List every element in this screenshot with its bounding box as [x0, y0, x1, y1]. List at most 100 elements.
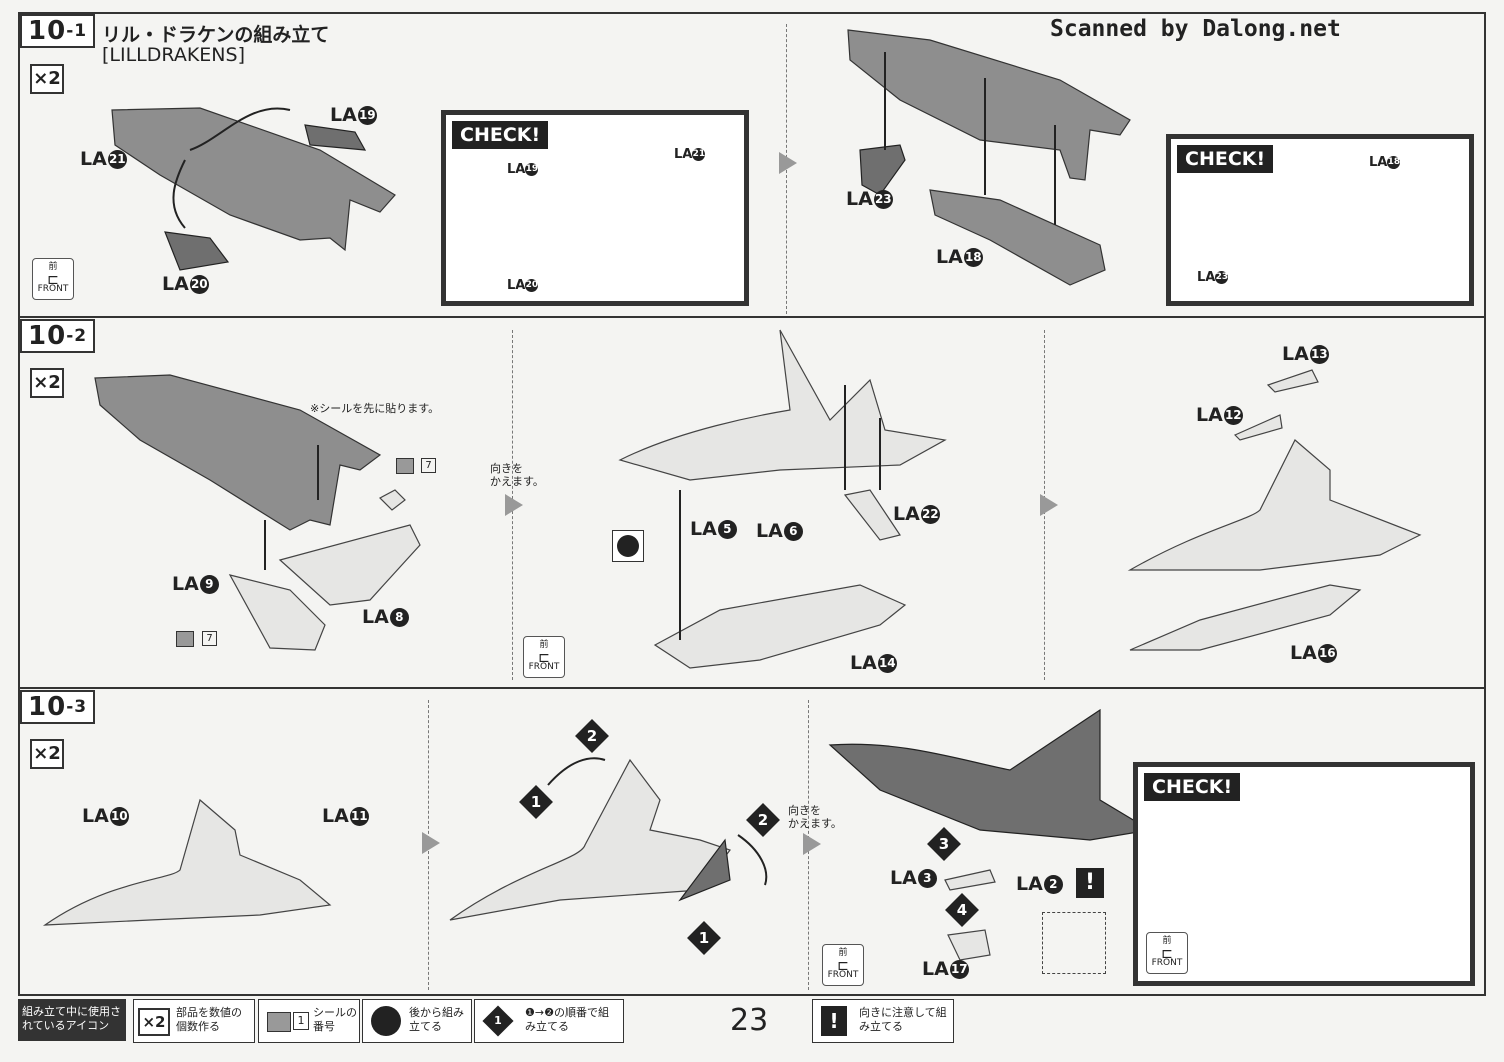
check-label-la18: LA18 — [1369, 155, 1401, 170]
order-mark-2: 2 — [575, 719, 609, 753]
section-divider-2 — [18, 687, 1486, 689]
check-box-3: CHECK! — [1133, 762, 1475, 986]
front-indicator: 前⊏FRONT — [1146, 932, 1188, 974]
part-la13 — [1266, 369, 1319, 393]
check-tag: CHECK! — [1177, 145, 1274, 173]
sticker-number: 7 — [421, 458, 436, 473]
caution-icon: ! — [1076, 868, 1104, 898]
multiplier-icon: ×2 — [138, 1008, 170, 1036]
legend-text: 後から組み立てる — [409, 1006, 464, 1033]
order-mark-4: 4 — [945, 893, 979, 927]
aircraft-10-3-b — [449, 758, 731, 921]
legend-item-caution: ! 向きに注意して組み立てる — [812, 999, 954, 1043]
aircraft-10-3-c — [828, 708, 1152, 841]
part-la12 — [1233, 414, 1283, 441]
step-arrow — [779, 152, 797, 174]
part-la18 — [929, 189, 1106, 286]
step-arrow — [505, 494, 523, 516]
step-title: リル・ドラケンの組み立て — [102, 24, 330, 46]
order-icon: 1 — [482, 1005, 514, 1037]
assembly-arrow — [189, 107, 291, 151]
part-la17 — [947, 929, 991, 961]
check-label-la20: LA20 — [507, 278, 539, 293]
aircraft-upper-body — [618, 329, 947, 481]
multiplier-badge: ×2 — [30, 739, 64, 769]
page-frame — [18, 12, 1486, 996]
sticker-note: ※シールを先に貼ります。 — [310, 402, 440, 415]
sticker-icon — [176, 631, 194, 647]
section-divider-1 — [18, 316, 1486, 318]
part-la19 — [304, 124, 367, 151]
sticker-piece — [379, 489, 406, 511]
step-number: 10-1 — [20, 14, 96, 48]
front-indicator: 前⊏FRONT — [32, 258, 74, 300]
order-mark-1: 1 — [519, 785, 553, 819]
legend-item-order: 1 ❶→❷の順番で組み立てる — [474, 999, 624, 1043]
later-icon — [371, 1006, 401, 1036]
step-arrow — [1040, 494, 1058, 516]
sticker-number-icon: 1 — [293, 1012, 309, 1030]
legend-text: 向きに注意して組み立てる — [859, 1006, 947, 1033]
hull-part-upper — [847, 29, 1131, 181]
legend-item-sticker: 1 シールの番号 — [258, 999, 360, 1043]
multiplier-badge: ×2 — [30, 64, 64, 94]
legend-item-multiplier: ×2 部品を数値の個数作る — [133, 999, 255, 1043]
step-number: 10-3 — [20, 690, 96, 724]
hull-part-10-2 — [94, 374, 382, 531]
part-la20 — [164, 231, 230, 271]
part-la22 — [843, 489, 901, 541]
part-la8 — [278, 524, 421, 606]
legend-text: 部品を数値の個数作る — [176, 1006, 242, 1033]
step-arrow — [422, 832, 440, 854]
check-label-la23: LA23 — [1197, 270, 1229, 285]
legend-title: 組み立て中に使用されているアイコン — [18, 999, 126, 1041]
part-la14 — [653, 584, 907, 669]
part-la16 — [1129, 584, 1362, 651]
later-assembly-icon — [612, 530, 644, 562]
rotate-arrow — [737, 834, 768, 886]
tail-fin-flip — [678, 838, 731, 902]
multiplier-badge: ×2 — [30, 368, 64, 398]
turn-note: 向きを かえます。 — [490, 462, 544, 488]
front-indicator: 前⊏FRONT — [523, 636, 565, 678]
check-tag: CHECK! — [452, 121, 549, 149]
aircraft-10-3-a — [42, 798, 332, 926]
part-la9 — [228, 574, 326, 651]
check-tag: CHECK! — [1144, 773, 1241, 801]
front-indicator: 前⊏FRONT — [822, 944, 864, 986]
legend-item-later: 後から組み立てる — [362, 999, 472, 1043]
assembly-arrow — [172, 159, 186, 229]
order-mark-1: 1 — [687, 921, 721, 955]
sticker-number: 7 — [202, 631, 217, 646]
check-label-la21: LA21 — [674, 147, 706, 162]
aircraft-assembly — [1127, 439, 1422, 571]
step-subtitle: [LILLDRAKENS] — [102, 44, 245, 66]
part-la23 — [859, 144, 906, 196]
step-arrow — [803, 833, 821, 855]
detail-inset — [1042, 912, 1106, 974]
check-box-1: CHECK! — [441, 110, 749, 306]
order-mark-2: 2 — [746, 803, 780, 837]
order-mark-3: 3 — [927, 827, 961, 861]
turn-note: 向きを かえます。 — [788, 804, 842, 830]
step-number: 10-2 — [20, 319, 96, 353]
legend-text: ❶→❷の順番で組み立てる — [525, 1006, 609, 1033]
part-la3 — [944, 869, 996, 891]
